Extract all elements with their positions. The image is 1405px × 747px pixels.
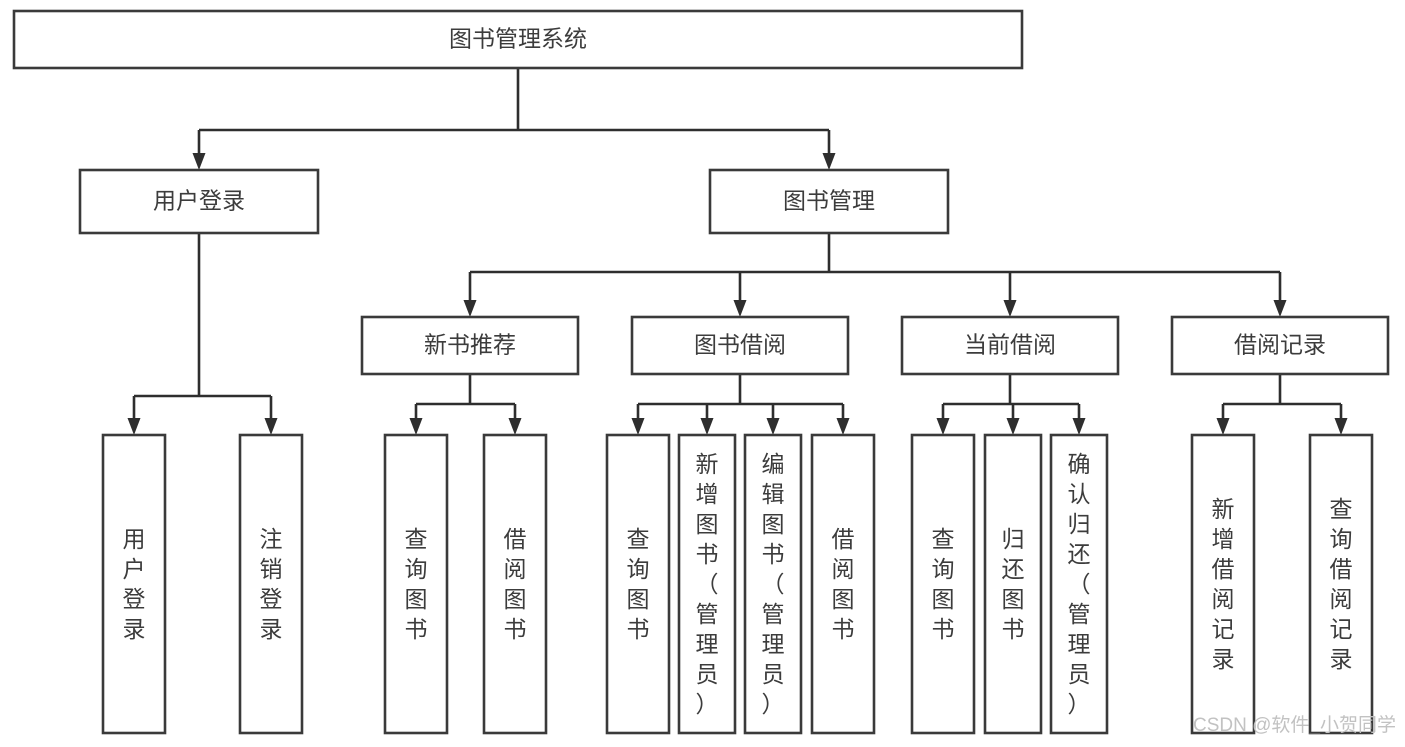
current-borrow-to-leaves-arrow-2 xyxy=(1072,418,1086,435)
node-leaf-user-login-label: 用户登录 xyxy=(123,526,146,642)
book-management-to-level3-arrow-3 xyxy=(1273,300,1287,317)
node-leaf-query-borrow-record-box[interactable] xyxy=(1308,433,1374,735)
node-borrow-record-box[interactable] xyxy=(1170,315,1390,376)
node-leaf-query-book-current-box[interactable] xyxy=(910,433,976,735)
node-leaf-return-book-box[interactable] xyxy=(983,433,1043,735)
node-leaf-return-book[interactable]: 归还图书 xyxy=(983,433,1043,735)
node-new-book-recommend-label: 新书推荐 xyxy=(424,332,516,358)
node-leaf-logout-login[interactable]: 注销登录 xyxy=(238,433,304,735)
node-leaf-edit-book-label: 编辑图书（管理员） xyxy=(762,451,785,717)
node-leaf-query-book-borrow-box[interactable] xyxy=(605,433,671,735)
node-leaf-query-book-recommend[interactable]: 查询图书 xyxy=(383,433,449,735)
book-borrow-to-leaves-arrow-2 xyxy=(766,418,780,435)
node-leaf-confirm-return[interactable]: 确认归还（管理员） xyxy=(1049,433,1109,735)
node-leaf-edit-book[interactable]: 编辑图书（管理员） xyxy=(743,433,803,735)
node-leaf-add-borrow-record[interactable]: 新增借阅记录 xyxy=(1190,433,1256,735)
node-new-book-recommend[interactable]: 新书推荐 xyxy=(360,315,580,376)
root-to-level2-arrow-0 xyxy=(192,153,206,170)
book-borrow-to-leaves-arrow-1 xyxy=(700,418,714,435)
node-leaf-borrow-book-recommend[interactable]: 借阅图书 xyxy=(482,433,548,735)
node-leaf-borrow-book[interactable]: 借阅图书 xyxy=(810,433,876,735)
node-leaf-query-borrow-record-label: 查询借阅记录 xyxy=(1330,496,1353,672)
node-leaf-query-borrow-record[interactable]: 查询借阅记录 xyxy=(1308,433,1374,735)
node-leaf-logout-login-box[interactable] xyxy=(238,433,304,735)
book-borrow-to-leaves-arrow-0 xyxy=(631,418,645,435)
node-leaf-query-book-current-label: 查询图书 xyxy=(932,526,955,642)
node-borrow-record[interactable]: 借阅记录 xyxy=(1170,315,1390,376)
node-leaf-return-book-label: 归还图书 xyxy=(1002,526,1025,642)
node-leaf-add-book[interactable]: 新增图书（管理员） xyxy=(677,433,737,735)
csdn-watermark: CSDN @软件_小贺同学 xyxy=(1193,714,1396,736)
node-current-borrow-label: 当前借阅 xyxy=(964,332,1056,358)
node-leaf-user-login[interactable]: 用户登录 xyxy=(101,433,167,735)
node-new-book-recommend-box[interactable] xyxy=(360,315,580,376)
root-to-level2-arrow-1 xyxy=(822,153,836,170)
new-book-recommend-to-leaves-arrow-0 xyxy=(409,418,423,435)
node-book-borrow[interactable]: 图书借阅 xyxy=(630,315,850,376)
node-user-login[interactable]: 用户登录 xyxy=(78,168,320,235)
node-leaf-borrow-book-recommend-label: 借阅图书 xyxy=(504,526,527,642)
book-borrow-to-leaves-arrow-3 xyxy=(836,418,850,435)
node-leaf-query-book-borrow[interactable]: 查询图书 xyxy=(605,433,671,735)
node-leaf-add-borrow-record-label: 新增借阅记录 xyxy=(1212,496,1235,672)
node-book-management-label: 图书管理 xyxy=(783,188,875,214)
node-root-system-label: 图书管理系统 xyxy=(449,26,587,52)
node-current-borrow-box[interactable] xyxy=(900,315,1120,376)
node-book-borrow-label: 图书借阅 xyxy=(694,332,786,358)
node-book-management-box[interactable] xyxy=(708,168,950,235)
node-leaf-confirm-return-label: 确认归还（管理员） xyxy=(1068,451,1091,717)
node-user-login-box[interactable] xyxy=(78,168,320,235)
user-login-to-leaves-arrow-1 xyxy=(264,418,278,435)
node-leaf-edit-book-box[interactable] xyxy=(743,433,803,735)
node-leaf-confirm-return-box[interactable] xyxy=(1049,433,1109,735)
book-management-to-level3-arrow-1 xyxy=(733,300,747,317)
node-leaf-logout-login-label: 注销登录 xyxy=(260,526,283,642)
node-leaf-query-book-current[interactable]: 查询图书 xyxy=(910,433,976,735)
node-leaf-borrow-book-label: 借阅图书 xyxy=(832,526,855,642)
node-leaf-query-book-recommend-box[interactable] xyxy=(383,433,449,735)
node-book-management[interactable]: 图书管理 xyxy=(708,168,950,235)
user-login-to-leaves-arrow-0 xyxy=(127,418,141,435)
node-leaf-query-book-borrow-label: 查询图书 xyxy=(627,526,650,642)
connector-layer xyxy=(127,68,1348,435)
node-leaf-add-book-box[interactable] xyxy=(677,433,737,735)
borrow-record-to-leaves-arrow-1 xyxy=(1334,418,1348,435)
borrow-record-to-leaves-arrow-0 xyxy=(1216,418,1230,435)
node-leaf-user-login-box[interactable] xyxy=(101,433,167,735)
node-user-login-label: 用户登录 xyxy=(153,188,245,214)
current-borrow-to-leaves-arrow-1 xyxy=(1006,418,1020,435)
node-root-system-box[interactable] xyxy=(12,9,1024,70)
new-book-recommend-to-leaves-arrow-1 xyxy=(508,418,522,435)
node-layer: 图书管理系统用户登录图书管理新书推荐图书借阅当前借阅借阅记录用户登录注销登录查询… xyxy=(12,9,1390,735)
node-leaf-query-book-recommend-label: 查询图书 xyxy=(405,526,428,642)
node-leaf-add-borrow-record-box[interactable] xyxy=(1190,433,1256,735)
node-current-borrow[interactable]: 当前借阅 xyxy=(900,315,1120,376)
node-book-borrow-box[interactable] xyxy=(630,315,850,376)
book-management-to-level3-arrow-0 xyxy=(463,300,477,317)
node-root-system[interactable]: 图书管理系统 xyxy=(12,9,1024,70)
node-leaf-borrow-book-recommend-box[interactable] xyxy=(482,433,548,735)
node-leaf-add-book-label: 新增图书（管理员） xyxy=(696,451,719,717)
node-borrow-record-label: 借阅记录 xyxy=(1234,332,1326,358)
node-leaf-borrow-book-box[interactable] xyxy=(810,433,876,735)
book-management-to-level3-arrow-2 xyxy=(1003,300,1017,317)
current-borrow-to-leaves-arrow-0 xyxy=(936,418,950,435)
